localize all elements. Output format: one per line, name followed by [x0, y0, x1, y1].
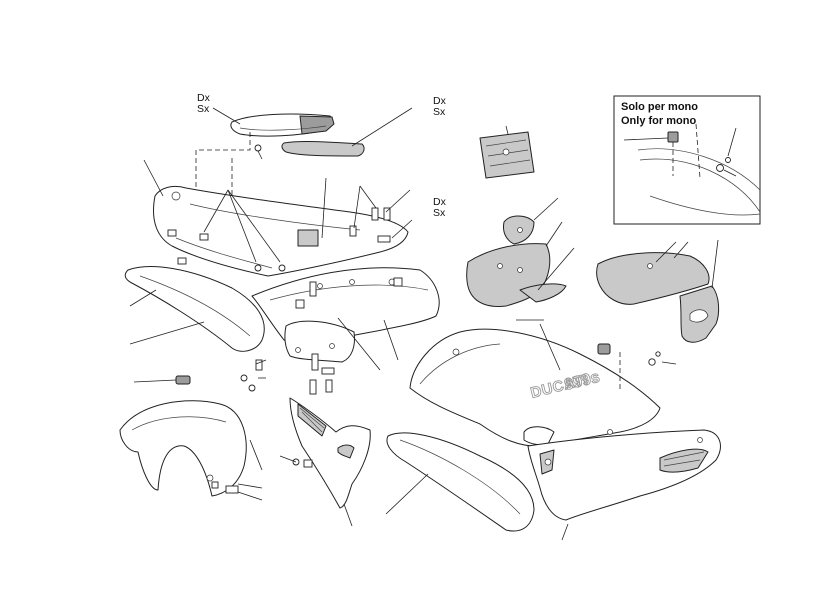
fairing-hardware — [597, 343, 677, 392]
inset-title-en: Only for mono — [621, 115, 696, 127]
label-dx-3: Dx — [433, 196, 447, 208]
lower-fairing-strip — [386, 432, 535, 532]
center-bolts — [295, 277, 403, 395]
rear-gray-panel — [596, 252, 710, 305]
belly-pan — [527, 429, 721, 521]
label-sx-3: Sx — [433, 207, 446, 219]
side-gray-panel — [466, 243, 567, 307]
small-plate — [503, 215, 535, 245]
bracket-gray-panel — [679, 285, 720, 343]
left-side-panel — [124, 266, 265, 352]
main-fairing-panel: DUCATI 999s — [409, 328, 661, 447]
tail-cover — [230, 113, 335, 137]
chin-vent-hardware — [292, 458, 313, 468]
front-mudguard — [119, 400, 247, 497]
label-sx-2: Sx — [433, 106, 446, 118]
tail-fasteners — [167, 207, 391, 272]
label-dx-2: Dx — [433, 95, 447, 107]
label-sx-1: Sx — [197, 103, 210, 115]
manual-pouch — [479, 131, 535, 179]
mono-inset — [613, 95, 761, 225]
seat-pad — [281, 140, 365, 157]
inset-title-it: Solo per mono — [621, 101, 698, 113]
label-dx-1: Dx — [197, 92, 211, 104]
screw-top — [254, 144, 263, 160]
small-bracket-panel — [284, 320, 355, 363]
chin-vent — [289, 397, 371, 509]
